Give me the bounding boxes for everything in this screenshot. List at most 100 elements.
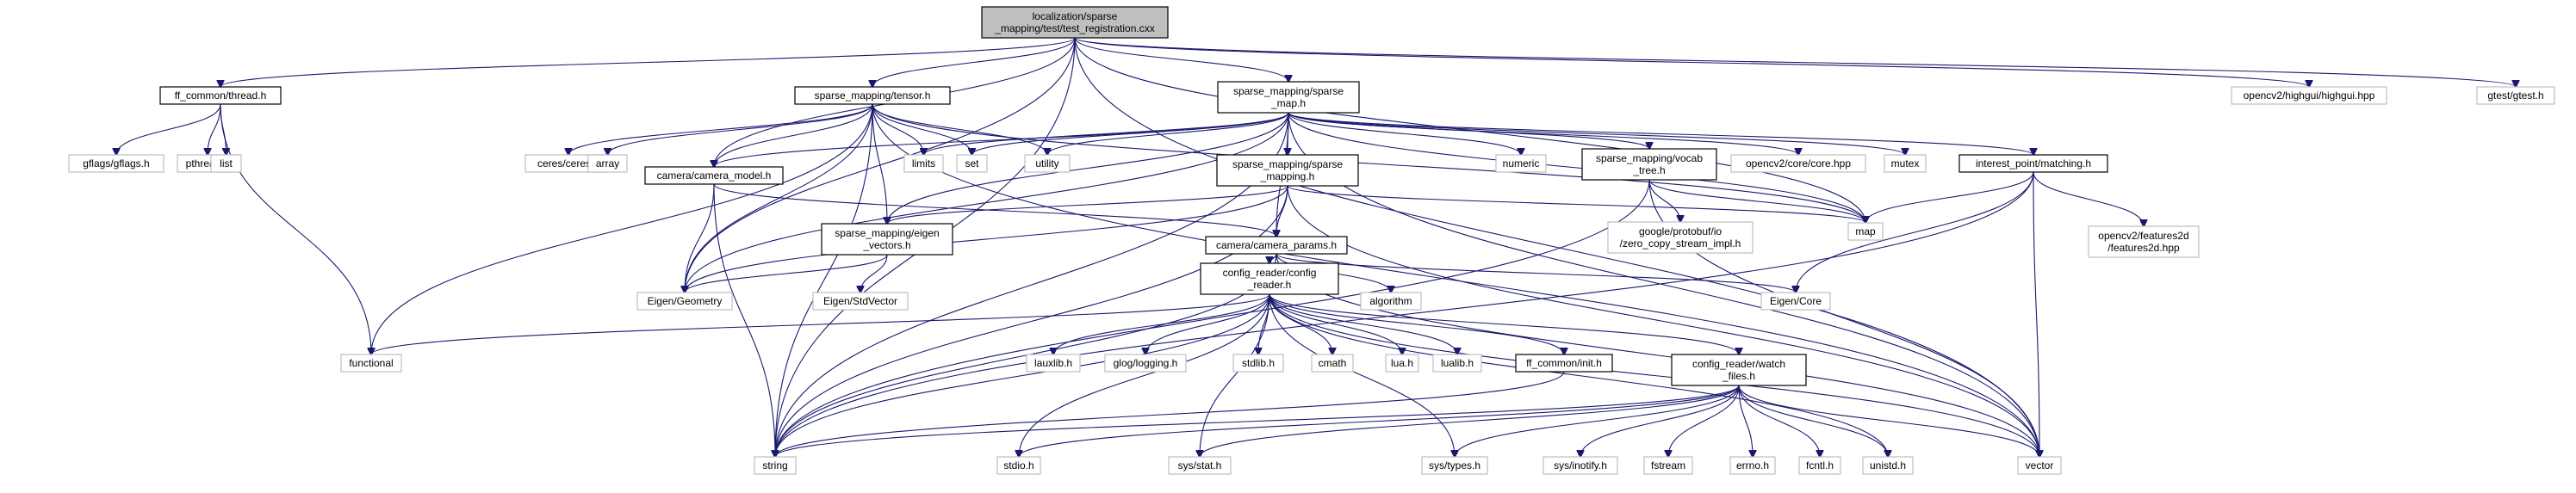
node-gflags[interactable]: gflags/gflags.h — [68, 154, 164, 173]
edge-watch_files-to-sys_inotify — [1580, 385, 1740, 457]
node-functional[interactable]: functional — [340, 354, 402, 373]
node-numeric[interactable]: numeric — [1495, 154, 1547, 173]
node-camera_model[interactable]: camera/camera_model.h — [644, 166, 784, 185]
node-array[interactable]: array — [587, 154, 628, 173]
edge-tensor-to-eigen_geometry — [685, 103, 873, 293]
node-features2d[interactable]: opencv2/features2d/features2d.hpp — [2088, 225, 2200, 258]
node-fcntl[interactable]: fcntl.h — [1798, 456, 1841, 475]
node-root[interactable]: localization/sparse_mapping/test/test_re… — [981, 6, 1169, 39]
node-utility[interactable]: utility — [1024, 154, 1071, 173]
node-vector[interactable]: vector — [2017, 456, 2062, 475]
node-config_reader[interactable]: config_reader/config_reader.h — [1200, 262, 1339, 295]
edge-root-to-thread — [220, 37, 1076, 87]
node-sparse_mapping[interactable]: sparse_mapping/sparse_mapping.h — [1216, 154, 1359, 187]
node-highgui[interactable]: opencv2/highgui/highgui.hpp — [2231, 86, 2387, 105]
edge-watch_files-to-string — [775, 385, 1740, 457]
node-sys_types[interactable]: sys/types.h — [1421, 456, 1488, 475]
node-thread[interactable]: ff_common/thread.h — [159, 86, 282, 105]
edge-matching-to-eigen_core — [1796, 171, 2034, 293]
node-set[interactable]: set — [956, 154, 988, 173]
node-eigen_stdvector[interactable]: Eigen/StdVector — [812, 292, 909, 311]
edge-sparse_map-to-limits — [924, 112, 1289, 155]
node-sparse_map[interactable]: sparse_mapping/sparse_map.h — [1217, 81, 1360, 114]
node-eigen_vectors[interactable]: sparse_mapping/eigen_vectors.h — [821, 223, 953, 256]
node-functional-box — [340, 354, 402, 373]
node-unistd-label: unistd.h — [1870, 459, 1906, 471]
node-glog[interactable]: glog/logging.h — [1104, 354, 1187, 373]
node-vector-box — [2017, 456, 2062, 475]
node-stdlib-label: stdlib.h — [1242, 357, 1275, 369]
node-gflags-label: gflags/gflags.h — [83, 157, 149, 169]
edge-eigen_vectors-to-eigen_stdvector — [860, 254, 888, 293]
node-matching[interactable]: interest_point/matching.h — [1958, 154, 2108, 173]
node-lualib[interactable]: lualib.h — [1432, 354, 1482, 373]
node-stdlib-box — [1232, 354, 1284, 373]
node-numeric-box — [1495, 154, 1547, 173]
node-limits[interactable]: limits — [903, 154, 944, 173]
node-limits-box — [903, 154, 944, 173]
edge-sparse_mapping-to-map — [1287, 185, 1865, 223]
edge-root-to-tensor — [872, 37, 1076, 87]
node-opencv_core-label: opencv2/core/core.hpp — [1746, 157, 1851, 169]
edge-config_reader-to-stdio — [1019, 293, 1270, 457]
node-sparse_mapping-label: _mapping.h — [1260, 170, 1315, 182]
node-lauxlib[interactable]: lauxlib.h — [1026, 354, 1081, 373]
edge-watch_files-to-unistd — [1738, 385, 1888, 457]
node-camera_params-label: camera/camera_params.h — [1216, 239, 1337, 251]
node-camera_params[interactable]: camera/camera_params.h — [1205, 236, 1348, 255]
node-map[interactable]: map — [1847, 222, 1884, 241]
node-root-label: localization/sparse — [1033, 10, 1118, 22]
edge-config_reader-to-watch_files — [1269, 293, 1739, 354]
edge-config_reader-to-lua — [1269, 293, 1402, 354]
edge-config_reader-to-unistd — [1269, 293, 1888, 457]
node-cmath[interactable]: cmath — [1311, 354, 1354, 373]
node-gtest-label: gtest/gtest.h — [2487, 89, 2543, 102]
node-sys_types-box — [1421, 456, 1488, 475]
node-sys_stat-box — [1168, 456, 1232, 475]
edge-vocab_tree-to-protobuf — [1648, 179, 1680, 222]
node-sys_inotify[interactable]: sys/inotify.h — [1542, 456, 1618, 475]
node-limits-label: limits — [912, 157, 935, 169]
edge-config_reader-to-functional — [371, 293, 1270, 354]
node-watch_files[interactable]: config_reader/watch_files.h — [1671, 354, 1807, 386]
node-string[interactable]: string — [754, 456, 797, 475]
node-fstream[interactable]: fstream — [1643, 456, 1693, 475]
node-config_reader-label: config_reader/config — [1223, 267, 1317, 279]
node-thread-box — [159, 86, 282, 105]
node-tensor[interactable]: sparse_mapping/tensor.h — [794, 86, 951, 105]
edge-sparse_mapping-to-eigen_geometry — [685, 185, 1288, 293]
node-stdio[interactable]: stdio.h — [996, 456, 1041, 475]
node-vocab_tree-label: sparse_mapping/vocab — [1596, 152, 1703, 164]
node-algorithm-box — [1360, 292, 1422, 311]
node-gtest[interactable]: gtest/gtest.h — [2476, 86, 2555, 105]
node-sys_stat-label: sys/stat.h — [1178, 459, 1222, 471]
node-sparse_mapping-box — [1216, 154, 1359, 187]
node-mutex[interactable]: mutex — [1884, 154, 1927, 173]
node-stdlib[interactable]: stdlib.h — [1232, 354, 1284, 373]
node-eigen_stdvector-label: Eigen/StdVector — [823, 295, 897, 307]
node-unistd[interactable]: unistd.h — [1862, 456, 1914, 475]
node-lua[interactable]: lua.h — [1385, 354, 1419, 373]
node-algorithm[interactable]: algorithm — [1360, 292, 1422, 311]
node-tensor-box — [794, 86, 951, 105]
node-sys_stat[interactable]: sys/stat.h — [1168, 456, 1232, 475]
node-root-box — [981, 6, 1169, 39]
node-eigen_vectors-label: _vectors.h — [862, 239, 910, 251]
node-vocab_tree[interactable]: sparse_mapping/vocab_tree.h — [1581, 148, 1717, 181]
edge-sparse_map-to-opencv_core — [1288, 112, 1798, 155]
node-ff_init[interactable]: ff_common/init.h — [1515, 354, 1613, 373]
node-eigen_core[interactable]: Eigen/Core — [1760, 292, 1831, 311]
node-protobuf[interactable]: google/protobuf/io/zero_copy_stream_impl… — [1607, 221, 1754, 254]
edge-watch_files-to-fstream — [1668, 385, 1740, 457]
node-errno[interactable]: errno.h — [1729, 456, 1776, 475]
edge-tensor-to-string — [775, 103, 873, 457]
node-eigen_geometry[interactable]: Eigen/Geometry — [636, 292, 733, 311]
node-opencv_core[interactable]: opencv2/core/core.hpp — [1730, 154, 1866, 173]
node-lua-label: lua.h — [1391, 357, 1413, 369]
node-stdio-label: stdio.h — [1003, 459, 1034, 471]
node-list[interactable]: list — [210, 154, 242, 173]
node-lua-box — [1385, 354, 1419, 373]
node-ceres-label: ceres/ceres.h — [537, 157, 599, 169]
node-utility-box — [1024, 154, 1071, 173]
